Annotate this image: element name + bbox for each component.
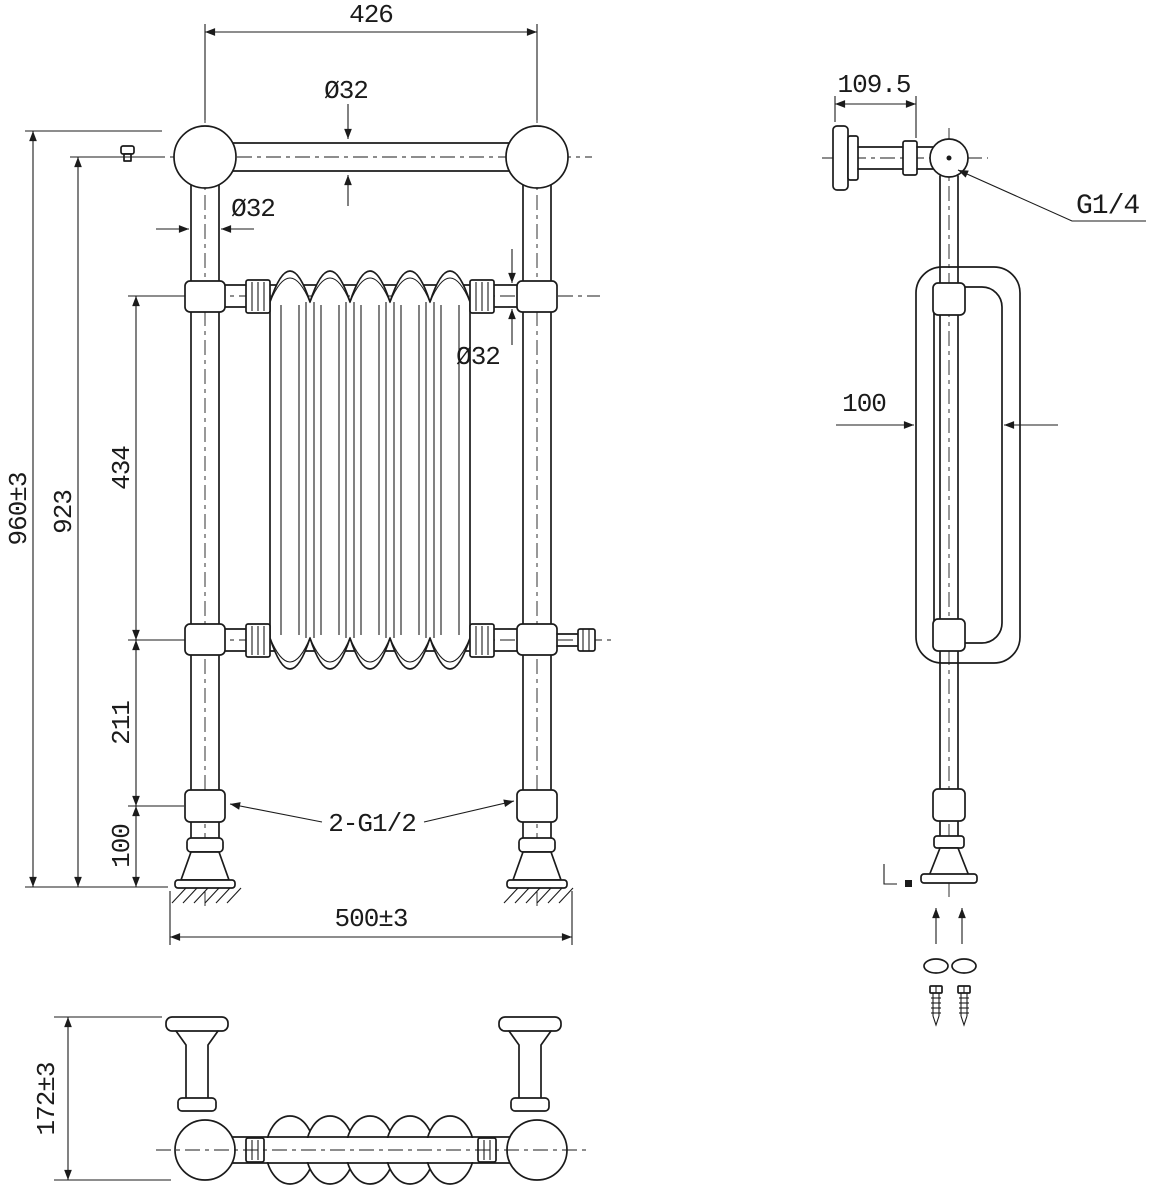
wall-plugs (923, 958, 977, 974)
junction-collars (184, 280, 558, 823)
dim-text-100: 100 (107, 824, 137, 868)
datum-mark (883, 864, 912, 887)
dim-span-211: 211 (107, 640, 184, 807)
dim-depth-172: 172±3 (32, 1016, 171, 1181)
dim-height-923: 923 (49, 156, 158, 887)
dim-diameter-top-tube: Ø32 (324, 76, 369, 206)
label-text-g14: G1/4 (1076, 191, 1139, 222)
dim-text-434: 434 (107, 446, 137, 490)
front-view (120, 108, 614, 908)
bottom-dimensions: 172±3 (32, 1016, 171, 1181)
dim-diameter-upright: Ø32 (156, 194, 276, 233)
left-flange (165, 1016, 229, 1112)
label-connections-2-g12: 2-G1/2 (229, 799, 515, 839)
towel-bar (173, 125, 569, 189)
wall-plug-icon (120, 145, 135, 162)
side-upright (932, 175, 966, 849)
label-text-2-g12: 2-G1/2 (328, 809, 416, 839)
dim-depth-100: 100 (836, 389, 1058, 429)
right-foot (503, 837, 574, 904)
dim-top-width-426: 426 (204, 0, 538, 120)
vent-point (946, 155, 952, 161)
bottom-view (156, 1016, 586, 1185)
dim-text-211: 211 (107, 701, 137, 745)
install-arrows (932, 908, 966, 944)
screw-icon (957, 985, 971, 1027)
dim-text-dia-top: Ø32 (324, 76, 368, 106)
dim-text-dia-upright: Ø32 (231, 194, 275, 224)
union-nuts (245, 279, 495, 658)
dim-text-923: 923 (49, 490, 79, 534)
screws (929, 985, 971, 1027)
bottom-towel-bar (156, 1119, 586, 1181)
dim-text-dia-cross: Ø32 (456, 342, 500, 372)
screw-icon (929, 985, 943, 1027)
left-foot (171, 837, 242, 904)
dim-span-100: 100 (107, 806, 140, 887)
dim-text-109-5: 109.5 (837, 70, 910, 100)
side-view (822, 125, 1021, 1027)
wall-bracket (832, 125, 969, 191)
right-flange (498, 1016, 562, 1112)
dim-text-960: 960±3 (4, 472, 34, 545)
label-vent-g14: G1/4 (957, 169, 1146, 222)
front-dimensions: 426 Ø32 Ø32 Ø32 960±3 923 (4, 0, 573, 945)
side-radiator (915, 266, 1021, 664)
dim-height-960: 960±3 (4, 130, 168, 888)
dim-text-500: 500±3 (334, 904, 407, 934)
side-dimensions: 109.5 100 G1/4 (834, 70, 1146, 429)
side-foot (920, 835, 978, 884)
radiator-columns (269, 270, 471, 670)
dim-span-434: 434 (107, 295, 184, 641)
dim-base-width-500: 500±3 (169, 891, 573, 945)
side-centerlines (822, 128, 988, 902)
dim-text-depth-100: 100 (842, 389, 886, 419)
dim-bracket-109-5: 109.5 (834, 70, 917, 138)
dim-diameter-cross-tube: Ø32 (456, 249, 516, 372)
drain-valve (556, 628, 596, 652)
dim-text-426: 426 (349, 0, 393, 30)
dim-text-172: 172±3 (32, 1062, 62, 1135)
